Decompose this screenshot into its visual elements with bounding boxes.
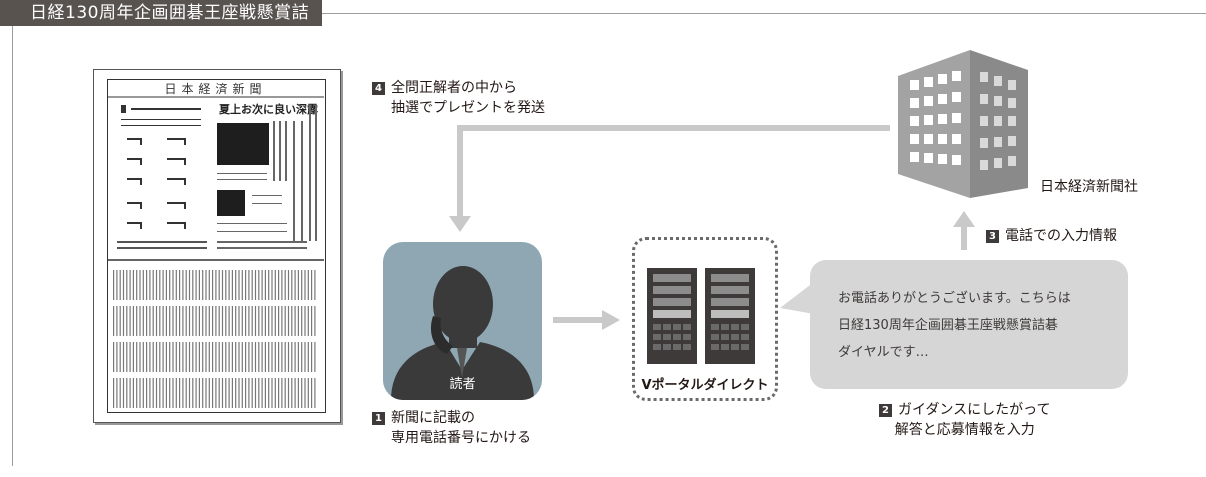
guidance-line-2: 日経130周年企画囲碁王座戦懸賞詰碁 xyxy=(838,318,1058,333)
step-number-badge: 2 xyxy=(879,404,892,417)
newspaper-headline: 夏上お次に良い深露 xyxy=(219,102,319,116)
step-1-line1: 新聞に記載の xyxy=(391,410,475,426)
office-building-icon xyxy=(898,50,1028,198)
bubble-tail xyxy=(780,282,814,314)
arrowhead-right xyxy=(602,310,620,330)
arrowhead-up xyxy=(953,211,975,227)
newspaper-masthead: 日本経済新聞 xyxy=(164,82,267,96)
step-4-line2: 抽選でプレゼントを発送 xyxy=(391,100,545,116)
arrowhead-down xyxy=(449,216,471,232)
step-3-caption: 3 電話での入力情報 xyxy=(986,226,1117,246)
frame-top-line xyxy=(322,13,1206,14)
step-3-line1: 電話での入力情報 xyxy=(1005,228,1117,244)
step-number-badge: 1 xyxy=(372,412,385,425)
step-number-badge: 4 xyxy=(372,82,385,95)
guidance-line-3: ダイヤルです… xyxy=(838,345,929,360)
arrow-company-to-reader xyxy=(457,125,890,218)
server-rack-icon xyxy=(647,268,755,364)
newspaper-frame xyxy=(107,79,326,413)
step-1-line2: 専用電話番号にかける xyxy=(391,430,531,446)
step-1-caption: 1 新聞に記載の 専用電話番号にかける xyxy=(372,408,531,448)
step-4-line1: 全問正解者の中から xyxy=(391,80,517,96)
guidance-speech-bubble xyxy=(810,260,1128,389)
newspaper-contents: 夏上お次に良い深露 xyxy=(107,96,324,408)
reader-label: 読者 xyxy=(449,377,476,392)
step-2-line1: ガイダンスにしたがって xyxy=(898,402,1051,418)
step-4-caption: 4 全問正解者の中から 抽選でプレゼントを発送 xyxy=(372,78,545,118)
step-number-badge: 3 xyxy=(986,230,999,243)
guidance-message: お電話ありがとうございます。こちらは 日経130周年企画囲碁王座戦懸賞詰碁 ダイ… xyxy=(838,285,1118,366)
step-2-line2: 解答と応募情報を入力 xyxy=(894,422,1035,438)
step-2-caption: 2 ガイダンスにしたがって 解答と応募情報を入力 xyxy=(879,400,1050,440)
diagram-title: 日経130周年企画囲碁王座戦懸賞詰碁ダイヤル概要 xyxy=(0,0,322,49)
company-label: 日本経済新聞社 xyxy=(1040,179,1138,195)
guidance-line-1: お電話ありがとうございます。こちらは xyxy=(838,291,1071,306)
reader-illustration xyxy=(383,242,542,400)
vportal-server-box xyxy=(632,237,778,401)
vportal-label: Vポータルダイレクト xyxy=(641,378,769,393)
person-silhouette-icon xyxy=(391,266,534,400)
frame-left-line xyxy=(12,26,13,466)
